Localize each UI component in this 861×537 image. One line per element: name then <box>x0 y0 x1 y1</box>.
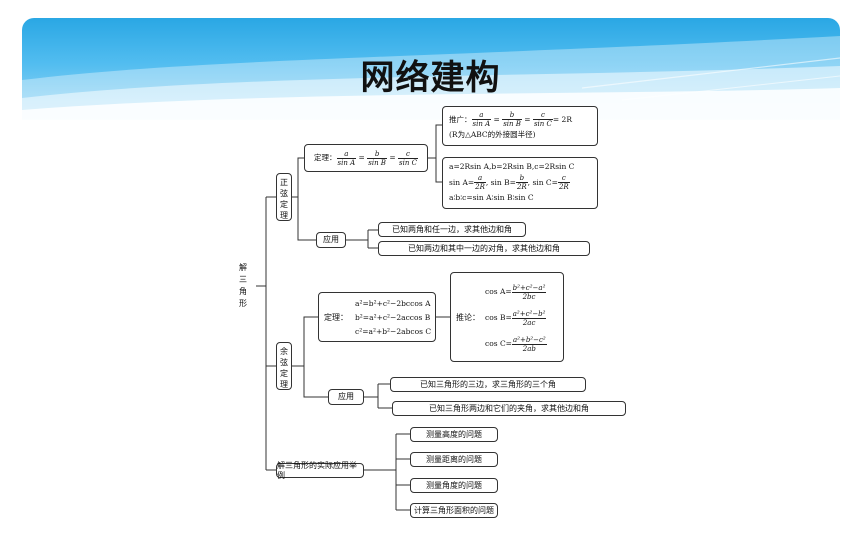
sine-law-label: 正弦定理 <box>280 178 288 220</box>
sine-apply-node: 应用 <box>316 232 346 248</box>
root-node: 解三角形 <box>239 263 247 308</box>
cosine-theorem-box: 定理： a²=b²+c²−2bccos A b²=a²+c²−2accos B … <box>318 292 436 342</box>
cosine-law-label: 余弦定理 <box>280 347 288 389</box>
sine-extension-note: (R为△ABC的外接圆半径) <box>449 130 536 139</box>
cosine-law-node: 余弦定理 <box>276 342 292 390</box>
sine-forms-line1: a=2Rsin A,b=2Rsin B,c=2Rsin C <box>449 162 575 171</box>
cosine-theorem-label: 定理： <box>324 313 348 322</box>
cosine-apply-node: 应用 <box>328 389 364 405</box>
cosine-formula-2: b²=a²+c²−2accos B <box>355 313 431 322</box>
cosine-application-1: 已知三角形的三边，求三角形的三个角 <box>390 377 586 392</box>
practical-item-distance: 测量距离的问题 <box>410 452 498 467</box>
sine-theorem-label: 定理： <box>314 153 337 162</box>
sine-application-1: 已知两角和任一边，求其他边和角 <box>378 222 526 237</box>
sine-extension-result: = 2R <box>552 114 572 124</box>
banner-wave-decoration <box>22 36 840 120</box>
slide-title: 网络建构 <box>360 58 501 98</box>
sine-law-node: 正弦定理 <box>276 173 292 221</box>
practical-item-angle: 测量角度的问题 <box>410 478 498 493</box>
practical-node: 解三角形的实际应用举例 <box>276 461 364 480</box>
sine-extension-label: 推广： <box>449 114 472 124</box>
title-banner <box>22 18 840 120</box>
practical-item-area: 计算三角形面积的问题 <box>410 503 498 518</box>
practical-item-height: 测量高度的问题 <box>410 427 498 442</box>
cosine-corollary-label: 推论： <box>456 313 480 322</box>
sine-application-2: 已知两边和其中一边的对角，求其他边和角 <box>378 241 590 256</box>
cosine-formula-3: c²=a²+b²−2abcos C <box>355 327 432 336</box>
cosine-application-2: 已知三角形两边和它们的夹角，求其他边和角 <box>392 401 626 416</box>
sine-forms-line3: a∶b∶c=sin A∶sin B∶sin C <box>449 193 534 202</box>
cosine-formula-1: a²=b²+c²−2bccos A <box>355 299 431 308</box>
